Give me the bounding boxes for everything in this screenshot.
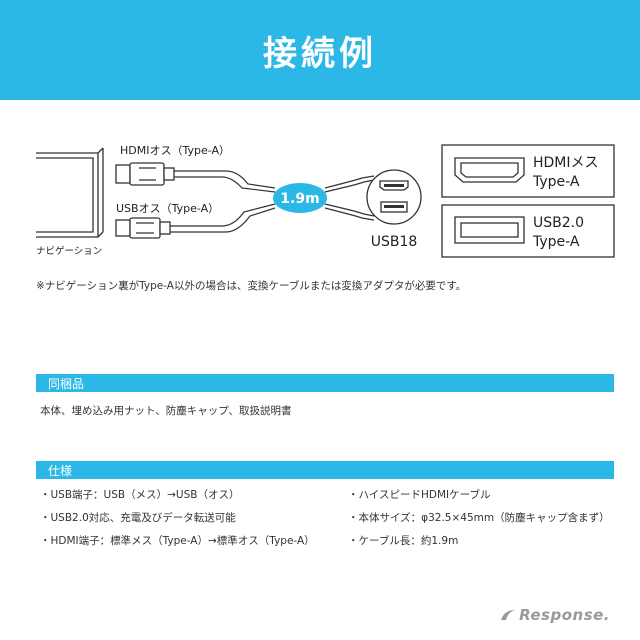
spec-item: ・ケーブル長：約1.9m [348, 535, 459, 547]
usb-female-line1: USB2.0 [533, 215, 584, 231]
usb-female-icon [454, 216, 525, 244]
hdmi-port-icon [379, 180, 409, 191]
connection-diagram: ナビゲーション HDMIオス（Type-A） USBオス（Type-A） 1.9… [36, 144, 615, 258]
usb-plug-label: USBオス（Type-A） [116, 202, 219, 215]
swoosh-icon [501, 610, 516, 620]
cable [170, 170, 375, 233]
port-label: USB18 [371, 234, 418, 250]
spec-item: ・本体サイズ：φ32.5×45mm（防塵キャップ含まず） [348, 512, 610, 524]
specs-section-header: 仕様 [36, 461, 614, 479]
specs-right-column: ・ハイスピードHDMIケーブル ・本体サイズ：φ32.5×45mm（防塵キャップ… [348, 488, 610, 557]
hdmi-plug-label: HDMIオス（Type-A） [120, 144, 230, 157]
spec-item: ・HDMI端子：標準メス（Type-A）→標準オス（Type-A） [40, 535, 315, 547]
spec-item: ・USB2.0対応、充電及びデータ転送可能 [40, 512, 236, 524]
cable-length-text: 1.9m [280, 191, 319, 207]
contents-list: 本体、埋め込み用ナット、防塵キャップ、取扱説明書 [40, 405, 292, 417]
specs-left-column: ・USB端子：USB（メス）→USB（オス） ・USB2.0対応、充電及びデータ… [40, 488, 315, 557]
hdmi-female-icon [454, 157, 525, 183]
cable-length-badge [273, 183, 327, 213]
hdmi-plug-icon [115, 162, 175, 186]
navigation-label: ナビゲーション [36, 245, 102, 257]
compatibility-note: ※ナビゲーション裏がType-A以外の場合は、変換ケーブルまたは変換アダプタが必… [36, 280, 467, 292]
hdmi-female-box: HDMIメス Type-A [441, 144, 615, 198]
response-logo: Response. [500, 606, 610, 624]
contents-title: 同梱品 [48, 376, 85, 391]
usb18-port [366, 169, 422, 225]
navigation-unit [36, 147, 104, 238]
specs-title: 仕様 [48, 463, 73, 478]
usb-port-icon [380, 201, 408, 213]
page-title: 接続例 [263, 33, 377, 74]
hdmi-female-line2: Type-A [532, 174, 580, 190]
usb-female-line2: Type-A [532, 234, 580, 250]
usb-female-box: USB2.0 Type-A [441, 204, 615, 258]
spec-item: ・USB端子：USB（メス）→USB（オス） [40, 489, 240, 501]
usb-plug-icon [115, 217, 171, 239]
header-banner: 接続例 [0, 0, 640, 100]
contents-section-header: 同梱品 [36, 374, 614, 392]
logo-text: Response. [519, 606, 610, 624]
hdmi-female-line1: HDMIメス [533, 155, 599, 171]
spec-item: ・ハイスピードHDMIケーブル [348, 489, 491, 501]
